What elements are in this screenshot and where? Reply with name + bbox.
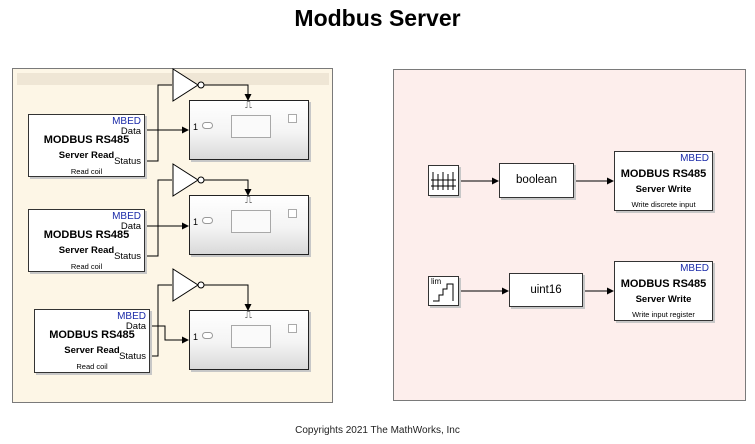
scope-input-pill — [202, 217, 213, 224]
block-subtitle: Server Read — [58, 245, 115, 256]
port-status-label: Status — [114, 156, 141, 167]
converter-label: boolean — [516, 174, 557, 186]
block-caption: Write discrete input — [631, 200, 696, 209]
port-status-label: Status — [114, 251, 141, 262]
block-title: MODBUS RS485 — [49, 329, 135, 341]
scope-block-2[interactable]: ⎍ 1 — [189, 195, 309, 255]
wire-data-to-not-2 — [157, 179, 172, 226]
server-read-block-1[interactable]: MBED Data MODBUS RS485 Server Read Statu… — [28, 114, 145, 177]
not-gate-3 — [172, 268, 199, 302]
server-read-block-3[interactable]: MBED Data MODBUS RS485 Server Read Statu… — [34, 309, 150, 373]
wire-not-to-scope-3 — [203, 284, 252, 311]
scope-port-label: 1 — [193, 217, 199, 227]
block-title: MODBUS RS485 — [620, 168, 707, 180]
port-data-label: Data — [120, 221, 141, 232]
server-read-block-2[interactable]: MBED Data MODBUS RS485 Server Read Statu… — [28, 209, 145, 272]
scope-indicator — [288, 209, 297, 218]
block-title: MODBUS RS485 — [620, 278, 707, 290]
mbed-badge: MBED — [117, 311, 146, 322]
port-data-label: Data — [120, 126, 141, 137]
mbed-badge: MBED — [680, 153, 709, 164]
wire-status-1 — [144, 130, 159, 162]
source-label: lim — [431, 277, 442, 286]
block-caption: Read coil — [70, 262, 103, 271]
scope-block-3[interactable]: ⎍ 1 — [189, 310, 309, 370]
block-subtitle: Server Read — [64, 345, 120, 356]
wire-status-3 — [149, 326, 159, 357]
block-subtitle: Server Write — [635, 294, 692, 305]
block-subtitle: Server Read — [58, 150, 115, 161]
scope-indicator — [288, 114, 297, 123]
uint16-converter-block[interactable]: uint16 — [509, 273, 583, 307]
boolean-converter-block[interactable]: boolean — [499, 163, 574, 198]
scope-indicator — [288, 324, 297, 333]
wire-data-to-not-1 — [157, 84, 172, 130]
limited-ramp-icon — [433, 283, 454, 302]
write-subsystem-area — [393, 69, 746, 401]
scope-screen — [231, 115, 271, 138]
block-title: MODBUS RS485 — [43, 229, 130, 241]
scope-screen — [231, 325, 271, 348]
server-write-block-1[interactable]: MBED MODBUS RS485 Server Write Write dis… — [614, 151, 713, 211]
wire-data-to-not-3 — [157, 284, 172, 326]
server-write-block-2[interactable]: MBED MODBUS RS485 Server Write Write inp… — [614, 261, 713, 321]
port-status-label: Status — [119, 351, 146, 362]
mbed-badge: MBED — [680, 263, 709, 274]
wire-not-to-scope-2 — [203, 179, 252, 196]
not-gate-2 — [172, 163, 199, 197]
scope-port-label: 1 — [193, 332, 199, 342]
block-caption: Read coil — [76, 362, 108, 371]
pulse-train-icon — [431, 172, 456, 190]
scope-screen — [231, 210, 271, 233]
mbed-badge: MBED — [112, 116, 141, 127]
scope-input-pill — [202, 332, 213, 339]
scope-port-label: 1 — [193, 122, 199, 132]
diagram-title: Modbus Server — [294, 5, 461, 31]
scope-input-pill — [202, 122, 213, 129]
pulse-generator-block[interactable] — [428, 165, 459, 196]
pulse-icon: ⎍ — [245, 100, 252, 111]
wire-data-to-scope-3 — [149, 325, 189, 344]
wire-status-2 — [144, 226, 159, 257]
port-data-label: Data — [125, 321, 146, 332]
copyright-footer: Copyrights 2021 The MathWorks, Inc — [295, 425, 460, 436]
mbed-badge: MBED — [112, 211, 141, 222]
wire-not-to-scope-1 — [203, 84, 252, 101]
pulse-icon: ⎍ — [245, 195, 252, 206]
block-title: MODBUS RS485 — [43, 134, 130, 146]
block-subtitle: Server Write — [635, 184, 692, 195]
pulse-icon: ⎍ — [245, 310, 252, 321]
block-caption: Write input register — [632, 310, 695, 319]
limited-ramp-block[interactable]: lim — [428, 276, 459, 306]
block-caption: Read coil — [70, 167, 103, 176]
not-gate-1 — [172, 68, 199, 102]
scope-block-1[interactable]: ⎍ 1 — [189, 100, 309, 160]
converter-label: uint16 — [530, 284, 562, 296]
